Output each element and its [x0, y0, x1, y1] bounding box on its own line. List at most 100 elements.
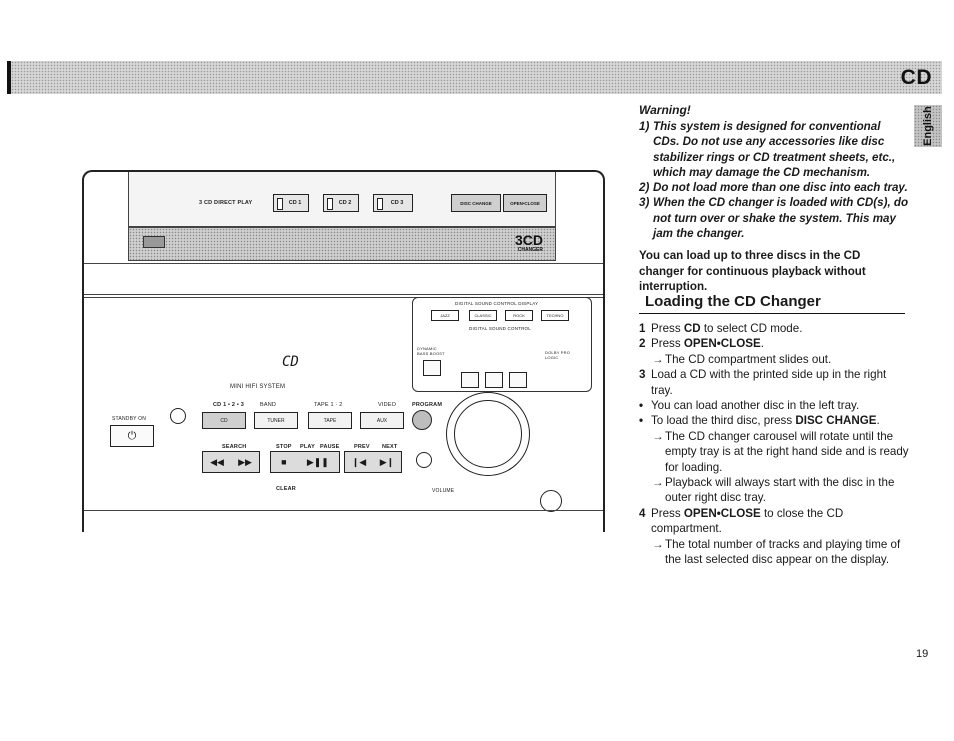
step-text: Load a CD with the printed side up in th…: [651, 368, 887, 397]
source-header-label: CD 1 • 2 • 3: [213, 402, 245, 408]
cd2-button-label: CD 2: [338, 200, 352, 206]
warning-list: 1)This system is designed for convention…: [639, 119, 909, 241]
step-text: You can load another disc in the left tr…: [651, 399, 860, 413]
search-label: SEARCH: [222, 444, 247, 450]
step-text: Press: [651, 322, 684, 335]
warning-item-number: 3): [639, 196, 650, 210]
arrow-icon: →: [652, 537, 664, 551]
loading-section-title: Loading the CD Changer: [639, 293, 905, 314]
step-item: 4 Press OPEN•CLOSE to close the CD compar…: [639, 506, 909, 537]
tray-brand-sub: CHANGER: [517, 247, 543, 253]
program-button[interactable]: [412, 410, 432, 430]
volume-label: VOLUME: [432, 488, 455, 494]
play-pause-icon[interactable]: ▶❚❚: [306, 456, 329, 467]
source-aux-label: AUX: [376, 417, 388, 424]
device-illustration: 3 CD DIRECT PLAY CD 1 CD 2 CD 3 DISC CHA…: [82, 170, 605, 532]
section-title-cd: CD: [900, 66, 932, 89]
step-key: OPEN•CLOSE: [683, 506, 761, 520]
stop-icon[interactable]: ■: [281, 457, 287, 467]
step-text: to select CD mode.: [700, 322, 803, 335]
cd2-button[interactable]: CD 2: [323, 194, 359, 212]
cd3-button[interactable]: CD 3: [373, 194, 413, 212]
dsc-techno-button[interactable]: TECHNO: [541, 310, 569, 321]
step-text: Press: [651, 506, 684, 520]
volume-knob[interactable]: [454, 400, 522, 468]
cd-tray: 3CD CHANGER: [128, 227, 556, 261]
open-close-button[interactable]: OPEN•CLOSE: [503, 194, 547, 212]
direct-play-label: 3 CD DIRECT PLAY: [199, 200, 253, 206]
step-text: To load the third disc, press: [651, 414, 796, 428]
warning-item-number: 1): [639, 120, 650, 133]
step-text: .: [876, 414, 880, 428]
standby-on-button[interactable]: ⏻: [110, 425, 154, 447]
source-tuner-button[interactable]: TUNER: [254, 412, 298, 429]
surround-phantom-button[interactable]: [485, 372, 503, 388]
step-text: Press: [651, 337, 684, 351]
search-buttons[interactable]: ◀◀ ▶▶: [202, 451, 260, 473]
warning-heading: Warning!: [639, 103, 691, 117]
bullet-item: • To load the third disc, press DISC CHAN…: [639, 413, 909, 428]
dsc-panel: DIGITAL SOUND CONTROL DISPLAY JAZZ CLASS…: [412, 297, 592, 392]
arrow-icon: →: [652, 476, 664, 490]
step-key: DISC CHANGE: [795, 414, 877, 428]
dolby-label: DOLBY PRO LOGIC: [545, 350, 571, 360]
power-icon: ⏻: [127, 429, 137, 442]
surround-3stereo-button[interactable]: [509, 372, 527, 388]
step-marker: 4: [639, 506, 646, 520]
device-base: [84, 510, 603, 532]
next-icon[interactable]: ▶❙: [379, 456, 395, 467]
source-cd-button[interactable]: CD: [202, 412, 246, 429]
cd1-button[interactable]: CD 1: [273, 194, 309, 212]
device-outline: [82, 170, 605, 532]
bullet-icon: •: [639, 414, 644, 428]
disc-change-button[interactable]: DISC CHANGE: [451, 194, 501, 212]
mini-hifi-label: MINI HIFI SYSTEM: [230, 384, 286, 390]
play-label: PLAY: [300, 444, 315, 450]
surround-knob[interactable]: [416, 452, 432, 468]
dsc-display-label: DIGITAL SOUND CONTROL DISPLAY: [455, 301, 539, 306]
dsc-classic-button[interactable]: CLASSIC: [469, 310, 497, 321]
display-cd-readout: CD: [282, 354, 299, 370]
rewind-icon[interactable]: ◀◀: [210, 456, 224, 467]
device-strip: [84, 263, 603, 295]
stop-play-pause-buttons[interactable]: ■ ▶❚❚: [270, 451, 340, 473]
step-result: →The total number of tracks and playing …: [639, 537, 909, 568]
dbb-button[interactable]: [423, 360, 441, 376]
dsc-rock-button[interactable]: ROCK: [505, 310, 533, 321]
surround-front-button[interactable]: [461, 372, 479, 388]
step-marker: 2: [639, 337, 646, 351]
phones-jack: [540, 490, 562, 512]
tray-brand: 3CD: [514, 232, 543, 248]
fast-forward-icon[interactable]: ▶▶: [238, 456, 252, 467]
standby-label: STANDBY ON: [112, 416, 147, 422]
source-tuner-label: TUNER: [267, 417, 285, 424]
prev-icon[interactable]: ❙◀: [351, 456, 367, 467]
step-text: The CD changer carousel will rotate unti…: [665, 429, 909, 474]
disc-change-label: DISC CHANGE: [460, 200, 492, 206]
step-key: OPEN•CLOSE: [683, 337, 761, 351]
source-tape-button[interactable]: TAPE: [308, 412, 352, 429]
source-aux-button[interactable]: AUX: [360, 412, 404, 429]
warning-item-number: 2): [639, 181, 650, 195]
step-text: to close the CD compartment.: [651, 506, 844, 536]
device-front-panel: [84, 297, 603, 532]
intro-paragraph: You can load up to three discs in the CD…: [639, 249, 866, 293]
language-tab: English: [914, 105, 942, 147]
step-text: The CD compartment slides out.: [665, 352, 832, 366]
dsc-classic-label: CLASSIC: [474, 313, 492, 318]
step-result: →The CD compartment slides out.: [639, 352, 909, 367]
prev-label: PREV: [354, 444, 370, 450]
pause-label: PAUSE: [320, 444, 340, 450]
tape-label: TAPE 1 · 2: [314, 402, 343, 408]
step-result: →The CD changer carousel will rotate unt…: [639, 429, 909, 475]
dsc-jazz-button[interactable]: JAZZ: [431, 310, 459, 321]
open-close-label: OPEN•CLOSE: [510, 200, 540, 206]
warning-item: 3)When the CD changer is loaded with CD(…: [639, 195, 909, 241]
step-result: →Playback will always start with the dis…: [639, 475, 909, 506]
warning-item: 2)Do not load more than one disc into ea…: [639, 180, 909, 195]
clear-label: CLEAR: [276, 486, 296, 492]
step-key: CD: [683, 322, 701, 335]
open-close-knob[interactable]: [170, 408, 186, 424]
prev-next-buttons[interactable]: ❙◀ ▶❙: [344, 451, 402, 473]
